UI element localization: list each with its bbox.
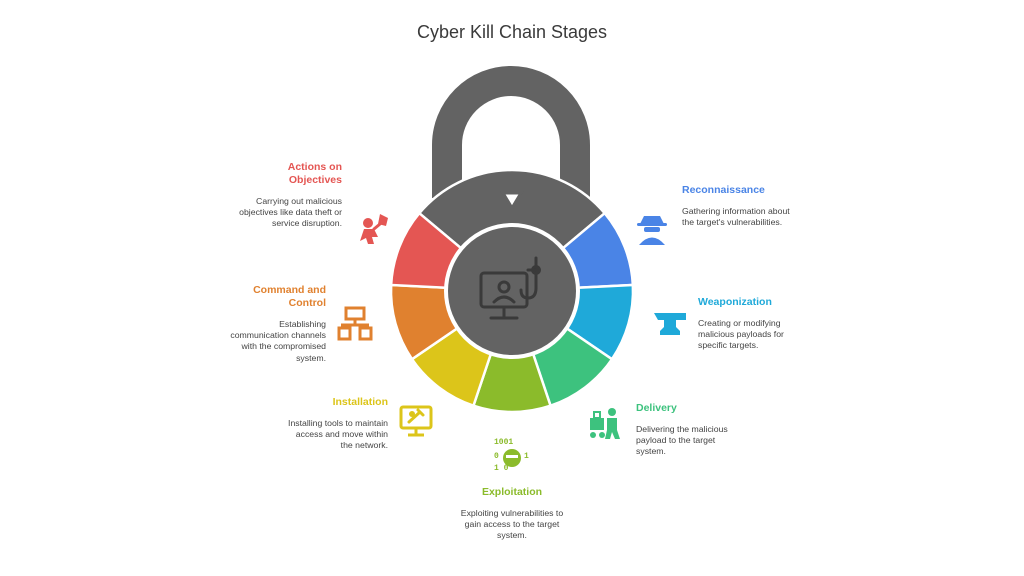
stage-title: Weaponization <box>698 296 772 308</box>
page-title: Cyber Kill Chain Stages <box>416 22 608 42</box>
stage-title: Delivery <box>636 402 677 414</box>
stage-installation: Installation Installing tools to maintai… <box>288 396 388 452</box>
stage-weaponization: Weaponization Creating or modifying mali… <box>698 296 798 352</box>
stage-title: Actions on Objectives <box>287 161 342 186</box>
network-nodes-icon <box>337 306 373 341</box>
spy-icon <box>637 216 667 245</box>
stage-reconnaissance: Reconnaissance Gathering information abo… <box>682 184 792 228</box>
stage-title: Reconnaissance <box>682 184 765 196</box>
svg-text:1: 1 <box>524 452 529 461</box>
svg-text:1 0: 1 0 <box>494 464 509 472</box>
hacker-binary-icon: 1001 1 0 0 1 <box>494 438 529 472</box>
stage-delivery: Delivery Delivering the malicious payloa… <box>636 402 736 458</box>
stage-title: Command and Control <box>253 284 326 309</box>
stage-description: Gathering information about the target's… <box>682 206 790 228</box>
lock-shackle <box>432 66 590 198</box>
svg-text:0: 0 <box>494 452 499 461</box>
stage-actions-on-objectives: Actions on Objectives Carrying out malic… <box>232 161 342 230</box>
monitor-tools-icon <box>399 405 433 437</box>
keyhole-triangle-icon <box>500 191 524 211</box>
svg-text:1001: 1001 <box>494 438 513 447</box>
stage-description: Creating or modifying malicious payloads… <box>698 318 784 351</box>
stage-description: Installing tools to maintain access and … <box>288 418 388 451</box>
lock-center-circle <box>444 223 580 359</box>
stage-description: Carrying out malicious objectives like d… <box>239 196 342 229</box>
delivery-cart-icon <box>590 408 620 439</box>
stage-description: Delivering the malicious payload to the … <box>636 424 728 457</box>
stage-description: Establishing communication channels with… <box>230 319 326 363</box>
stage-title: Installation <box>332 396 388 408</box>
stage-exploitation: Exploitation Exploiting vulnerabilities … <box>457 486 567 542</box>
anvil-icon <box>654 313 686 335</box>
thief-icon <box>360 214 388 244</box>
stage-description: Exploiting vulnerabilities to gain acces… <box>460 508 564 541</box>
stage-command-and-control: Command and Control Establishing communi… <box>226 284 326 364</box>
computer-user-hook-icon <box>479 256 541 320</box>
stage-title: Exploitation <box>481 486 543 498</box>
